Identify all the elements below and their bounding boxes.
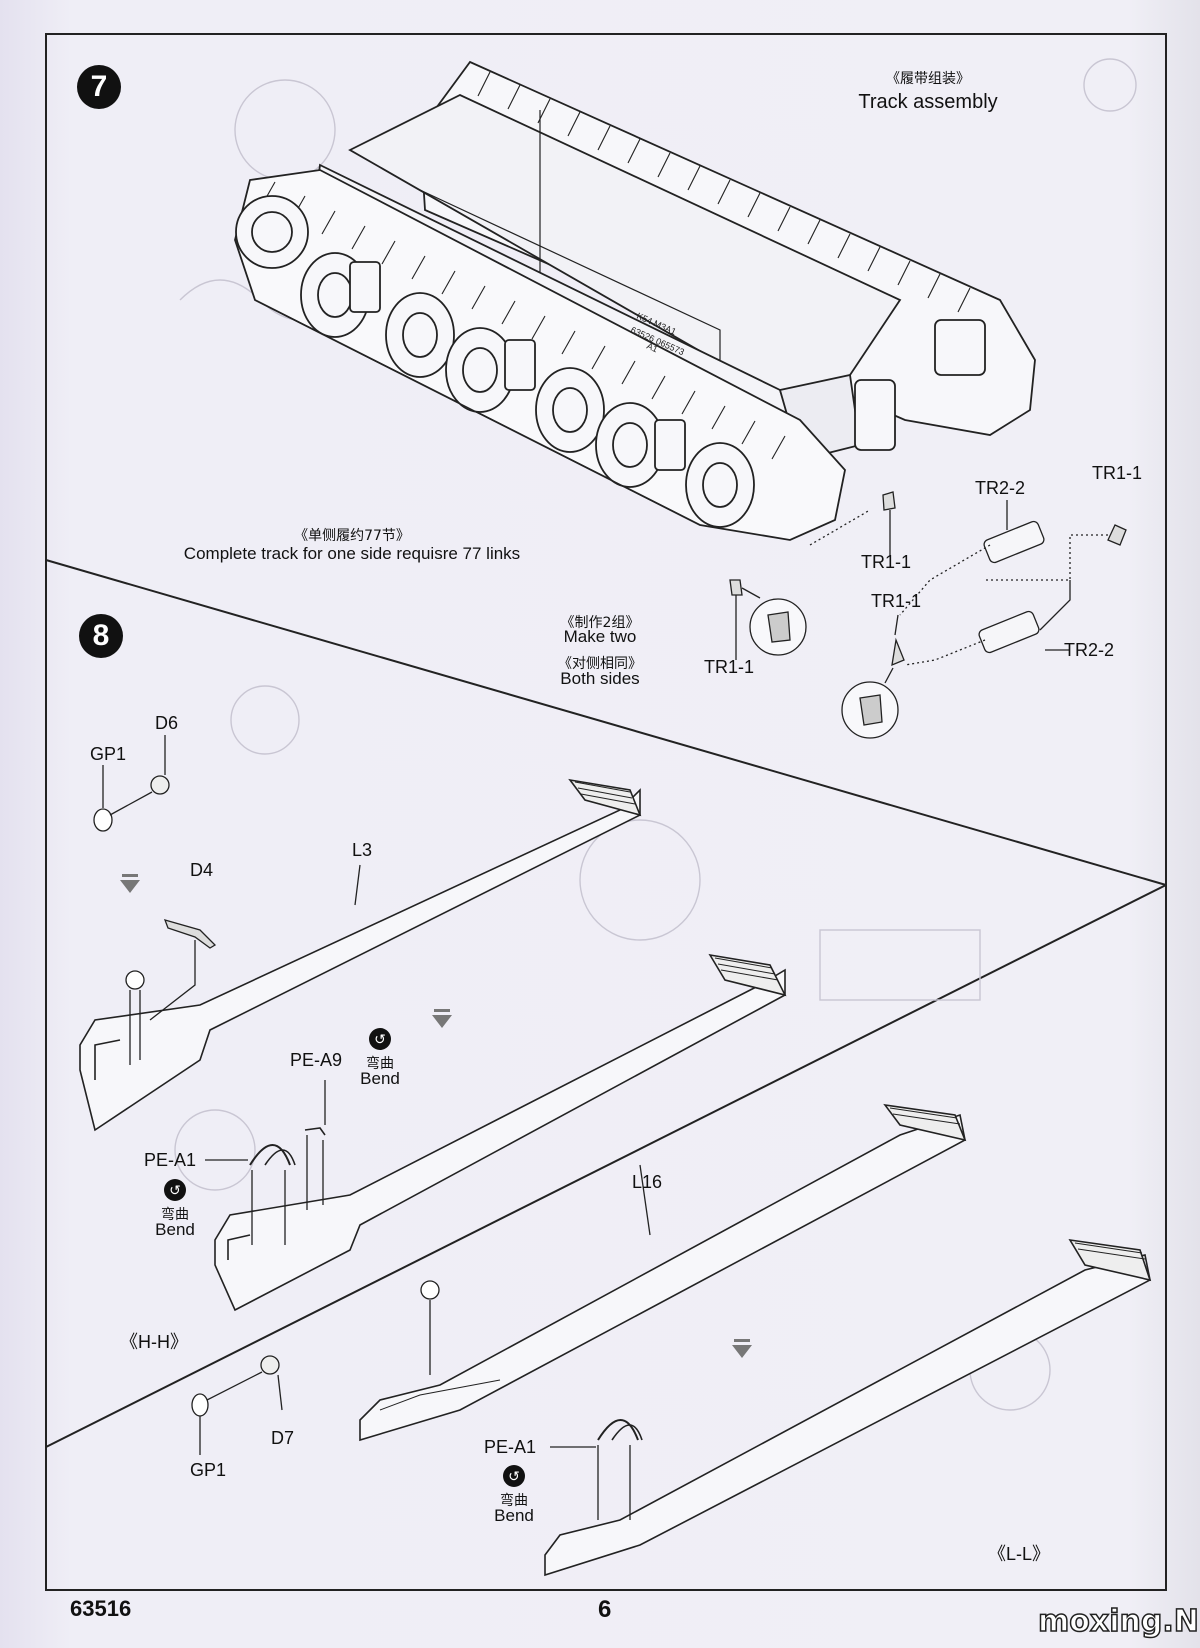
gp1-part-bottom [191,1393,209,1417]
make-two-en: Make two [563,627,637,646]
section-divider-lower [45,884,1167,1448]
d7-part [260,1355,280,1375]
make-two-cn: 《制作2组》 [560,615,640,631]
tank-chassis [234,60,1036,541]
bend-cn-1: 弯曲 [366,1056,394,1072]
bend-icon-3: ↺ [503,1465,525,1487]
step7-title-cn: 《履带组装》 [886,71,970,87]
label-pe-a1-bottom: PE-A1 [484,1437,537,1457]
step7-callouts [729,491,1127,739]
gp1-part-top [93,808,113,832]
step-7-badge: 7 [77,65,121,109]
step8-callouts [93,735,651,1520]
bend-icon-1: ↺ [369,1028,391,1050]
track-note-cn: 《单侧履约77节》 [294,528,410,544]
label-d6: D6 [155,713,179,733]
label-gp1-top: GP1 [90,744,127,764]
track-note-en: Complete track for one side requisre 77 … [183,544,521,563]
direction-arrows [120,874,752,1358]
label-gp1-bottom: GP1 [190,1460,227,1480]
hull-marking-3: A1 [645,341,659,355]
site-watermark: moxing.NET [1037,1603,1200,1640]
tr2-2-part-lower [978,610,1040,654]
label-tr1-1-lower: TR1-1 [871,591,922,611]
section-divider-upper [45,559,1167,886]
page-number: 6 [598,1596,612,1623]
bend-cn-3: 弯曲 [500,1493,528,1509]
label-pe-a9: PE-A9 [290,1050,343,1070]
pe-a9-part [304,1127,326,1136]
label-d4: D4 [190,860,214,880]
page-frame [45,33,1167,1591]
tr2-2-part-upper [983,520,1045,564]
bend-cn-2: 弯曲 [161,1207,189,1223]
fender-l3 [79,778,642,1132]
label-tr1-1-bottom: TR1-1 [704,657,755,677]
both-sides-cn: 《对侧相同》 [558,656,642,672]
road-wheels [300,252,755,528]
label-pe-a1-left: PE-A1 [144,1150,197,1170]
step-8-badge: 8 [79,614,123,658]
bend-en-2: Bend [155,1220,195,1239]
label-d7: D7 [271,1428,295,1448]
d6-part [150,775,170,795]
label-tr2-2-top: TR2-2 [975,478,1026,498]
label-l3: L3 [352,840,373,860]
fender-l16 [359,1103,967,1442]
bend-icon-2: ↺ [164,1179,186,1201]
label-l16: L16 [632,1172,663,1192]
label-tr1-1-mid: TR1-1 [861,552,912,572]
view-label-ll: 《L-L》 [988,1544,1051,1564]
product-code: 63516 [70,1596,132,1621]
label-tr1-1-right: TR1-1 [1092,463,1143,483]
bend-en-3: Bend [494,1506,534,1525]
bend-en-1: Bend [360,1069,400,1088]
fender-l16-mirror [544,1238,1152,1577]
label-tr2-2-lower: TR2-2 [1064,640,1115,660]
both-sides-en: Both sides [560,669,640,688]
d4-part [163,919,217,949]
fender-l3-mirror [214,953,787,1312]
view-label-hh: 《H-H》 [120,1332,188,1352]
step7-title-en: Track assembly [858,91,998,113]
